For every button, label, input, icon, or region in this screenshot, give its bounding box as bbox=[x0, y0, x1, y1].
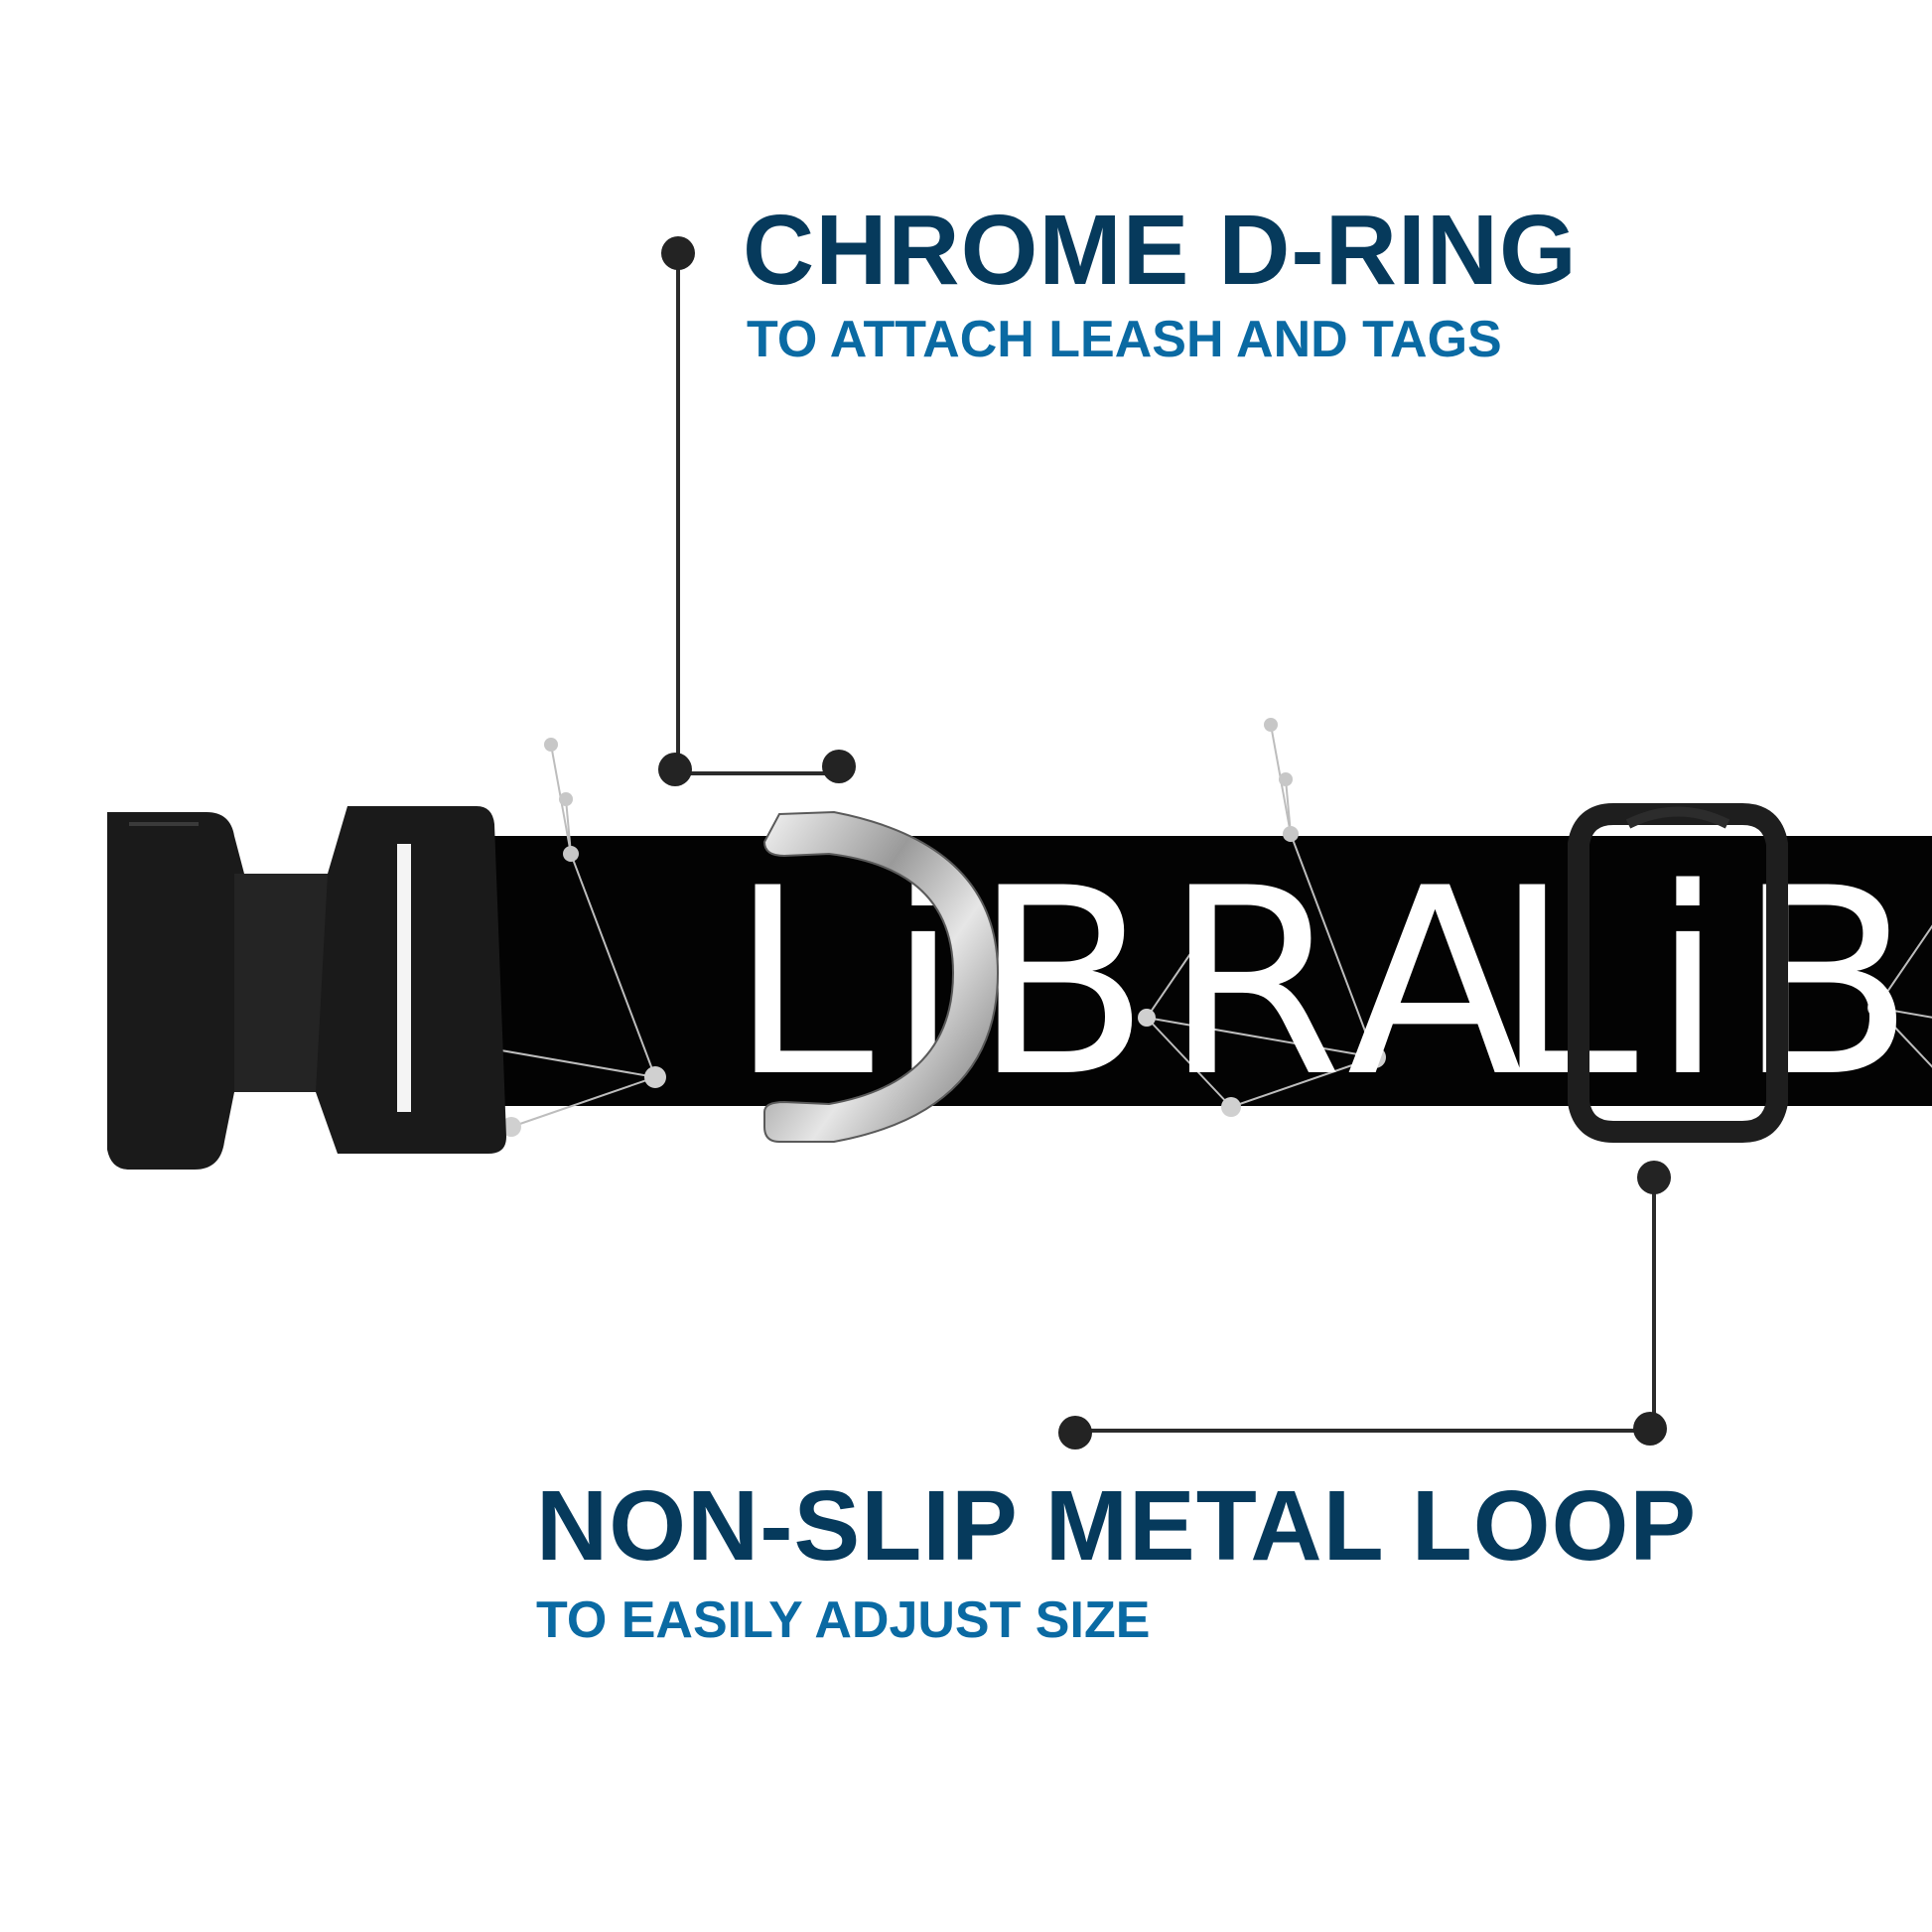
loop-leader-line bbox=[1058, 1161, 1671, 1449]
loop-callout-title: NON-SLIP METAL LOOP bbox=[536, 1470, 1698, 1582]
d-ring-icon[interactable] bbox=[762, 810, 1000, 1143]
libra-print-1: LiBRA bbox=[730, 834, 1537, 1134]
dring-callout-subtitle: TO ATTACH LEASH AND TAGS bbox=[747, 311, 1502, 368]
collar-strap bbox=[417, 836, 1932, 1106]
dring-leader-line bbox=[658, 236, 856, 786]
buckle-icon[interactable] bbox=[107, 806, 506, 1170]
loop-callout-subtitle: TO EASILY ADJUST SIZE bbox=[536, 1591, 1151, 1649]
libra-print-2: LiBRA bbox=[1494, 834, 1932, 1134]
slide-loop-icon[interactable] bbox=[1568, 803, 1788, 1143]
dring-callout-title: CHROME D-RING bbox=[743, 195, 1578, 306]
